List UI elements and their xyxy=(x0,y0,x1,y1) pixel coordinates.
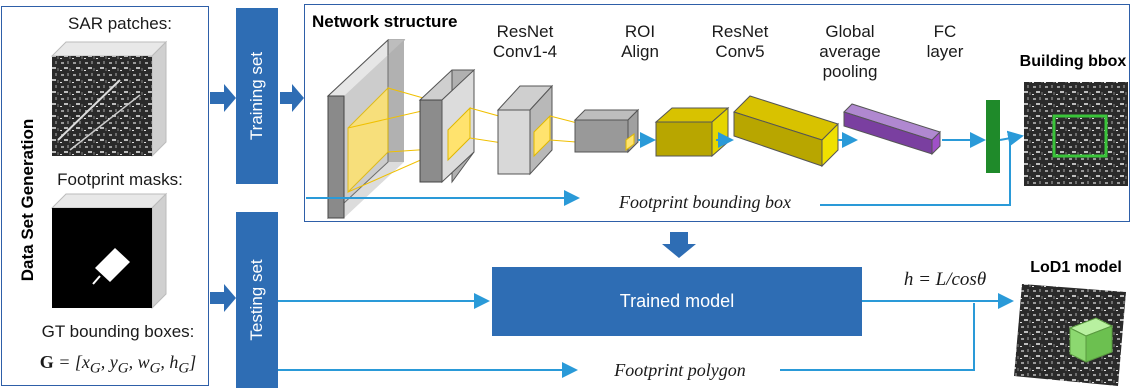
building-bbox-image xyxy=(1024,82,1128,186)
conv5-block-a xyxy=(654,106,730,158)
footprint-masks-label: Footprint masks: xyxy=(57,170,183,189)
trained-model-box: Trained model xyxy=(492,267,862,336)
conv5-block-b xyxy=(733,95,839,168)
network-title: Network structure xyxy=(312,12,458,31)
conv-block-2 xyxy=(418,68,476,184)
fc-layer-bar xyxy=(986,100,1000,173)
footprint-polygon-label: Footprint polygon xyxy=(580,360,780,380)
gap-block xyxy=(843,103,941,156)
sar-patches-label: SAR patches: xyxy=(68,14,172,33)
height-formula: h = L/cosθ xyxy=(903,269,987,290)
gt-formula: G = [xG, yG, wG, hG] xyxy=(39,352,197,377)
trained-model-label: Trained model xyxy=(619,291,735,311)
training-set-bar xyxy=(236,8,278,184)
roi-align-block xyxy=(573,108,640,154)
conv-block-3 xyxy=(496,84,554,176)
lod1-model-image xyxy=(1014,284,1126,386)
block-arrows xyxy=(210,84,696,312)
footprint-mask-cube xyxy=(50,192,168,310)
building-bbox-label: Building bbox xyxy=(1019,53,1127,70)
gt-bounding-boxes-label: GT bounding boxes: xyxy=(41,322,195,341)
sar-patch-cube xyxy=(50,40,168,158)
footprint-bbox-label: Footprint bounding box xyxy=(580,192,830,212)
flow-lines xyxy=(278,130,1024,378)
testing-set-bar xyxy=(236,212,278,388)
lod1-model-label: LoD1 model xyxy=(1030,259,1122,276)
